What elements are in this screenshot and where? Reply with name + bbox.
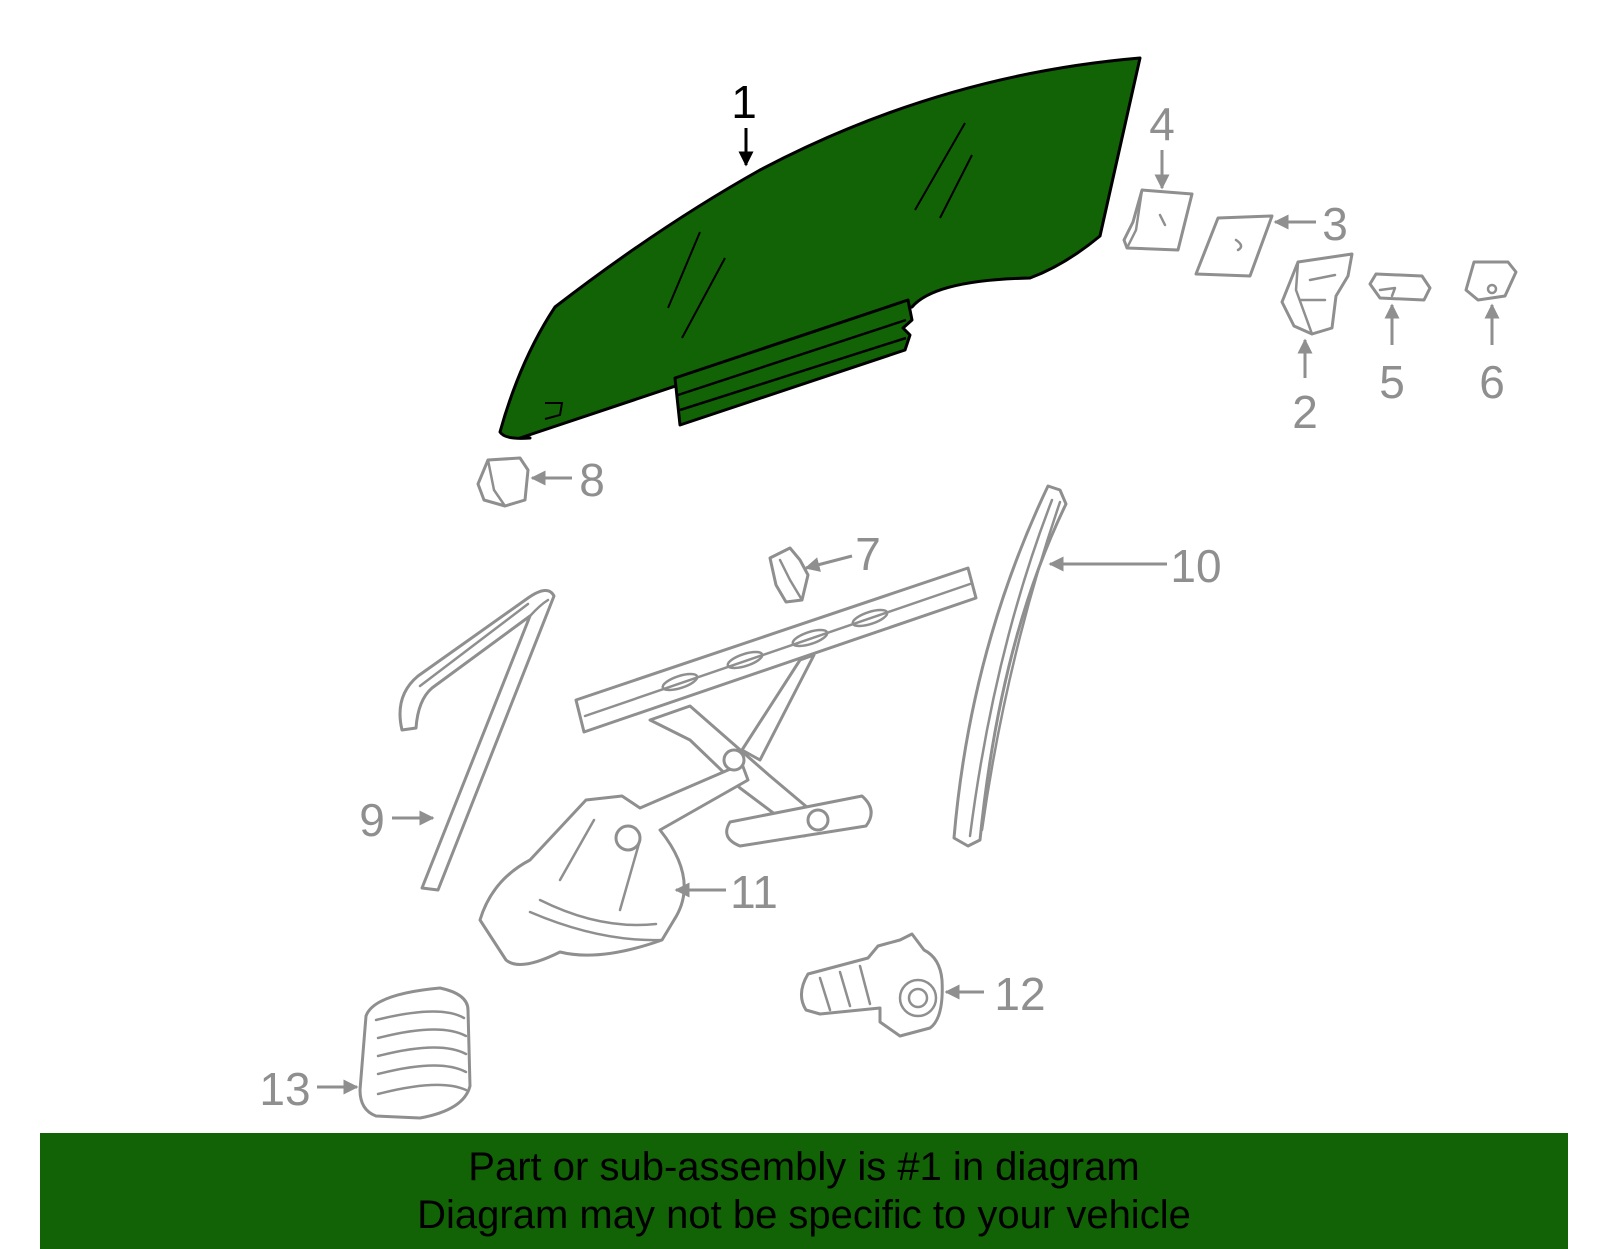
callout-1: 1 (731, 76, 757, 128)
callout-9: 9 (359, 794, 385, 846)
part-8-end-cap[interactable] (476, 456, 530, 508)
callout-labels: 1 2 3 4 5 6 7 8 9 10 11 12 13 (259, 76, 1504, 1115)
callout-3: 3 (1322, 198, 1348, 250)
callout-4: 4 (1149, 98, 1175, 150)
callout-11: 11 (730, 866, 778, 918)
part-9-rear-channel[interactable] (398, 589, 556, 892)
callout-10: 10 (1170, 540, 1221, 592)
callout-12: 12 (994, 968, 1045, 1020)
part-3-pad[interactable] (1194, 214, 1274, 278)
part-1-door-glass[interactable] (498, 56, 1142, 440)
banner-line-2: Diagram may not be specific to your vehi… (417, 1193, 1191, 1237)
callout-6: 6 (1479, 356, 1505, 408)
callout-5: 5 (1379, 356, 1405, 408)
part-13-boot[interactable] (358, 986, 472, 1120)
part-4-bracket[interactable] (1122, 188, 1194, 252)
banner-line-1: Part or sub-assembly is #1 in diagram (468, 1145, 1140, 1189)
callout-13: 13 (259, 1063, 310, 1115)
part-12-motor[interactable] (800, 932, 944, 1038)
callout-2: 2 (1292, 386, 1318, 438)
part-2-guide-clip[interactable] (1280, 252, 1354, 336)
part-7-clip[interactable] (768, 546, 810, 604)
leader-7 (804, 554, 853, 572)
leader-lines (317, 128, 1500, 1095)
callout-7: 7 (855, 528, 881, 580)
part-11-window-regulator[interactable] (478, 566, 978, 966)
part-10-front-channel[interactable] (952, 484, 1068, 848)
info-banner: Part or sub-assembly is #1 in diagram Di… (40, 1133, 1568, 1249)
part-6-cap[interactable] (1464, 260, 1518, 302)
part-5-clip[interactable] (1368, 272, 1432, 302)
callout-8: 8 (579, 454, 605, 506)
